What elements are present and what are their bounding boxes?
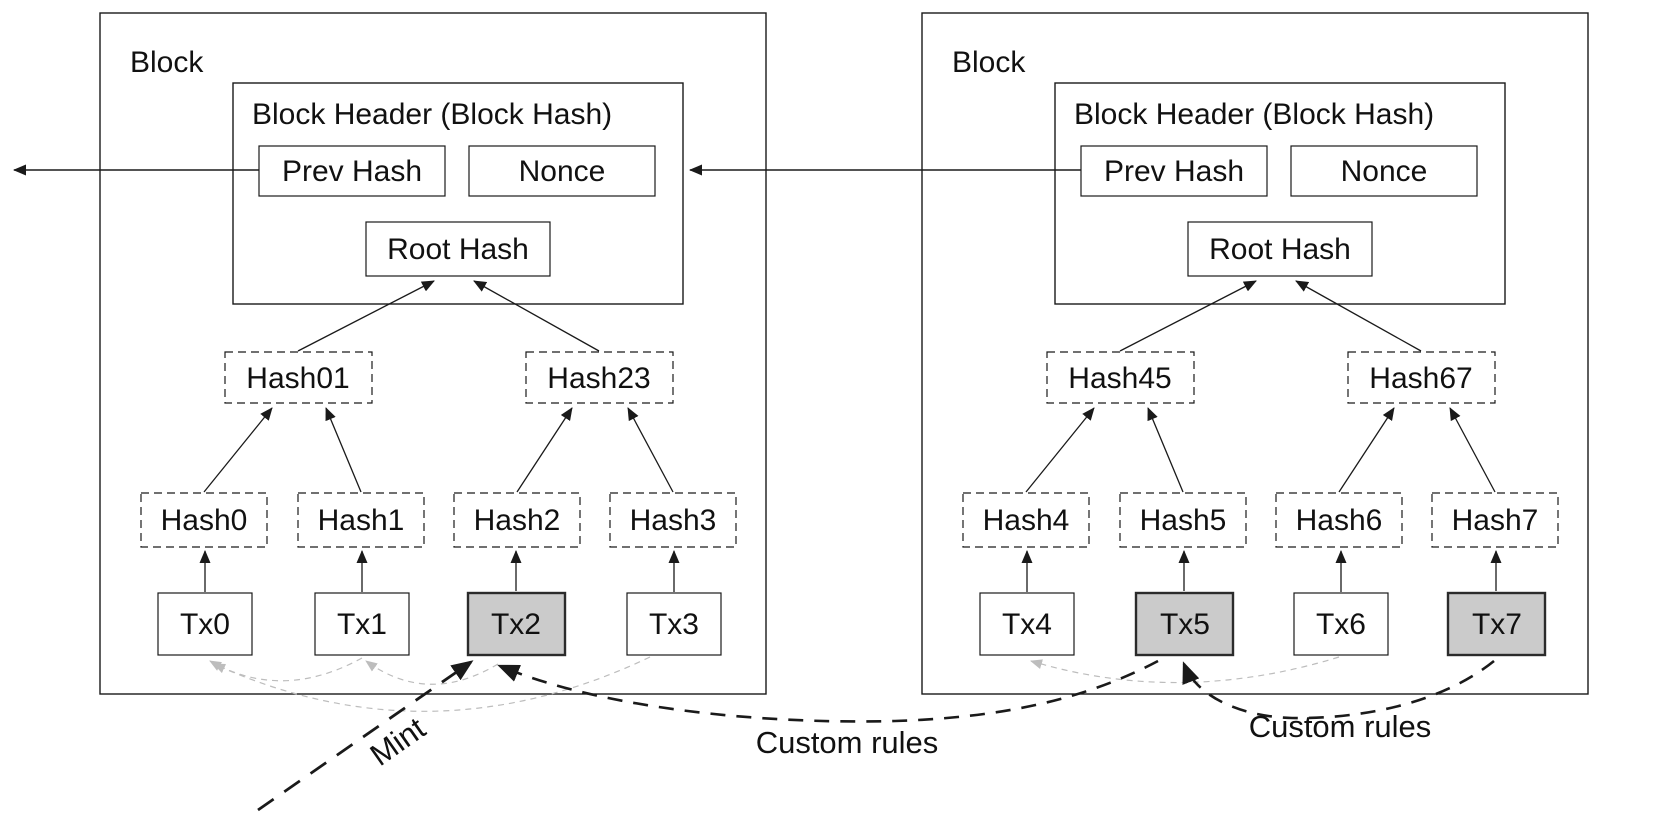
block-2-hash6-box xyxy=(1275,492,1403,548)
block-1-root-hash-label: Root Hash xyxy=(387,233,529,266)
block-2-hash7-box xyxy=(1431,492,1559,548)
arc-tx2-tx1 xyxy=(365,660,499,685)
custom-rules-label-right: Custom rules xyxy=(1249,709,1432,744)
block-2-hash7-label: Hash7 xyxy=(1452,504,1539,537)
block-1-nonce-label: Nonce xyxy=(519,155,606,188)
block-2-root-hash-box xyxy=(1187,221,1373,277)
block-1-tx3-label: Tx3 xyxy=(649,608,699,641)
arc-tx6-tx4 xyxy=(1030,656,1340,684)
arrow-hash23-roothash xyxy=(473,280,600,352)
arrow-hash5-hash45 xyxy=(1147,407,1184,493)
block-1-hash2-label: Hash2 xyxy=(474,504,561,537)
block-2-tx4-box xyxy=(979,592,1075,656)
block-1-hash0-box xyxy=(140,492,268,548)
mint-label: Mint xyxy=(364,710,432,772)
block-2-hash5-label: Hash5 xyxy=(1140,504,1227,537)
custom-rules-arrow-tx5-tx2 xyxy=(497,659,1159,723)
block-1-hash2-box xyxy=(453,492,581,548)
arrow-hash1-hash01 xyxy=(325,407,362,493)
block-2-tx4-label: Tx4 xyxy=(1002,608,1052,641)
block-2-header: Block Header (Block Hash) Prev Hash Nonc… xyxy=(1054,82,1506,305)
arrow-hash2-hash23 xyxy=(516,407,573,493)
arrow-hash3-hash23 xyxy=(627,407,674,493)
arrow-hash45-roothash xyxy=(1119,280,1257,352)
block-1-header: Block Header (Block Hash) Prev Hash Nonc… xyxy=(232,82,684,305)
arc-tx1-tx0 xyxy=(209,657,363,682)
block-1-hash01-box xyxy=(224,351,373,404)
arrow-hash6-hash67 xyxy=(1338,407,1395,493)
block-2-hash6-label: Hash6 xyxy=(1296,504,1383,537)
block-1-hash23-box xyxy=(525,351,674,404)
arrow-hash7-hash67 xyxy=(1449,407,1496,493)
arrow-hash01-roothash xyxy=(297,280,435,352)
block-1-label: Block xyxy=(130,46,204,79)
block-2-nonce-label: Nonce xyxy=(1341,155,1428,188)
mint-arrow xyxy=(257,660,474,812)
block-2: Block Block Header (Block Hash) Prev Has… xyxy=(921,12,1589,695)
arc-tx3-tx0 xyxy=(213,656,651,712)
block-2-tx5-label: Tx5 xyxy=(1160,608,1210,641)
block-1-hash1-box xyxy=(297,492,425,548)
block-1-hash01-label: Hash01 xyxy=(246,362,349,395)
block-2-root-hash-label: Root Hash xyxy=(1209,233,1351,266)
block-2-hash45-label: Hash45 xyxy=(1068,362,1171,395)
block-1-tx0-box xyxy=(157,592,253,656)
block-1-tx0-label: Tx0 xyxy=(180,608,230,641)
block-1-prev-hash-label: Prev Hash xyxy=(282,155,422,188)
block-1-hash1-label: Hash1 xyxy=(318,504,405,537)
custom-rules-arrow-tx7-tx5 xyxy=(1182,659,1495,720)
block-1-prev-hash-box xyxy=(258,145,446,197)
block-1-hash3-box xyxy=(609,492,737,548)
block-2-hash5-box xyxy=(1119,492,1247,548)
block-1-hash3-label: Hash3 xyxy=(630,504,717,537)
block-2-tx6-box xyxy=(1293,592,1389,656)
block-2-tx6-label: Tx6 xyxy=(1316,608,1366,641)
block-2-hash67-box xyxy=(1347,351,1496,404)
block-1-root-hash-box xyxy=(365,221,551,277)
block-2-hash4-label: Hash4 xyxy=(983,504,1070,537)
block-2-label: Block xyxy=(952,46,1026,79)
block-1-tx1-label: Tx1 xyxy=(337,608,387,641)
block-1-tx1-box xyxy=(314,592,410,656)
block-1-tx2-label: Tx2 xyxy=(491,608,541,641)
block-2-hash45-box xyxy=(1046,351,1195,404)
block-1-hash0-label: Hash0 xyxy=(161,504,248,537)
block-1-tx3-box xyxy=(626,592,722,656)
block-1: Block Block Header (Block Hash) Prev Has… xyxy=(99,12,767,712)
block-2-tx7-label: Tx7 xyxy=(1472,608,1522,641)
block-2-tx5-box-highlighted xyxy=(1134,591,1235,657)
block-2-tx7-box-highlighted xyxy=(1446,591,1547,657)
block-2-nonce-box xyxy=(1290,145,1478,197)
block-1-nonce-box xyxy=(468,145,656,197)
arrow-hash67-roothash xyxy=(1295,280,1422,352)
arrow-hash4-hash45 xyxy=(1025,407,1095,493)
block-2-header-title: Block Header (Block Hash) xyxy=(1074,98,1434,131)
block-1-header-title: Block Header (Block Hash) xyxy=(252,98,612,131)
block-2-hash4-box xyxy=(962,492,1090,548)
block-1-tx2-box-highlighted xyxy=(466,591,567,657)
block-1-hash23-label: Hash23 xyxy=(547,362,650,395)
block-2-prev-hash-box xyxy=(1080,145,1268,197)
custom-rules-label-left: Custom rules xyxy=(756,725,939,760)
block-2-hash67-label: Hash67 xyxy=(1369,362,1472,395)
block-2-prev-hash-label: Prev Hash xyxy=(1104,155,1244,188)
arrow-hash0-hash01 xyxy=(203,407,273,493)
